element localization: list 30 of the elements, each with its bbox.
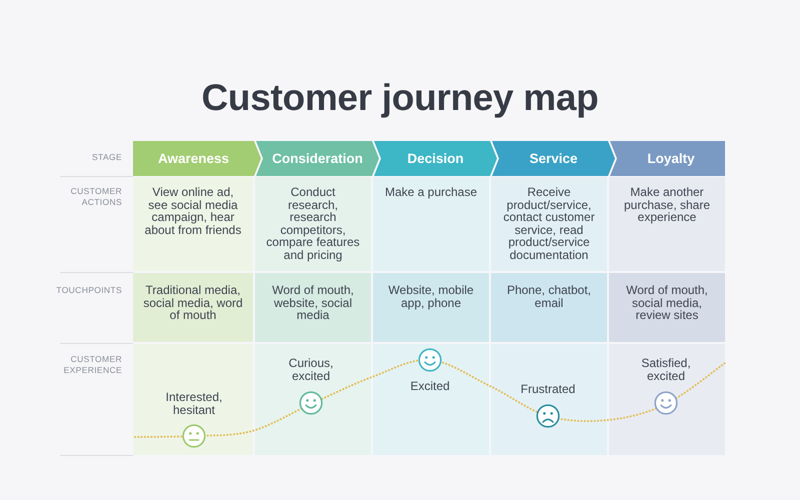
stage-name: Loyalty [647,150,695,166]
cell-text: Receive product/service, contact customer service, read product/service documentation [502,186,596,262]
cell-text: Make a purchase [384,186,478,199]
cell-text: Word of mouth, social media, review sites [625,284,709,322]
cell-text: Word of mouth, website, social media [271,284,355,322]
emotion-text: Satisfied, excited [640,357,692,383]
cell-text: Make another purchase, share experience [622,186,712,224]
stage-header [133,141,261,176]
row-heading: STAGE [92,152,122,163]
stage-name: Awareness [158,150,230,166]
stage-header [256,141,379,176]
cell-text: View online ad, see social media campaign, hear about from friends [144,186,242,236]
cell-text: Website, mobile app, phone [387,284,475,310]
cell-text: Traditional media, social media, word of mouth [143,284,243,322]
emotion-text: Frustrated [520,383,576,396]
emotion-text: Excited [410,380,450,393]
stage-name: Service [529,150,578,166]
cell-text: Phone, chatbot, email [506,284,592,310]
stage-name: Consideration [272,150,363,166]
row-heading: CUSTOMER EXPERIENCE [62,354,122,376]
title: Customer journey map [202,77,598,119]
row-heading: CUSTOMER ACTIONS [70,186,122,208]
emotion-text: Curious, excited [288,357,334,383]
row-heading: TOUCHPOINTS [56,285,122,296]
emotion-text: Interested, hesitant [164,391,224,417]
stage-header [492,141,615,176]
stage-header [610,141,725,176]
cell-text: Conduct research, research competitors, compare features and pricing [265,186,361,262]
stage-header [374,141,497,176]
stage-name: Decision [407,150,464,166]
